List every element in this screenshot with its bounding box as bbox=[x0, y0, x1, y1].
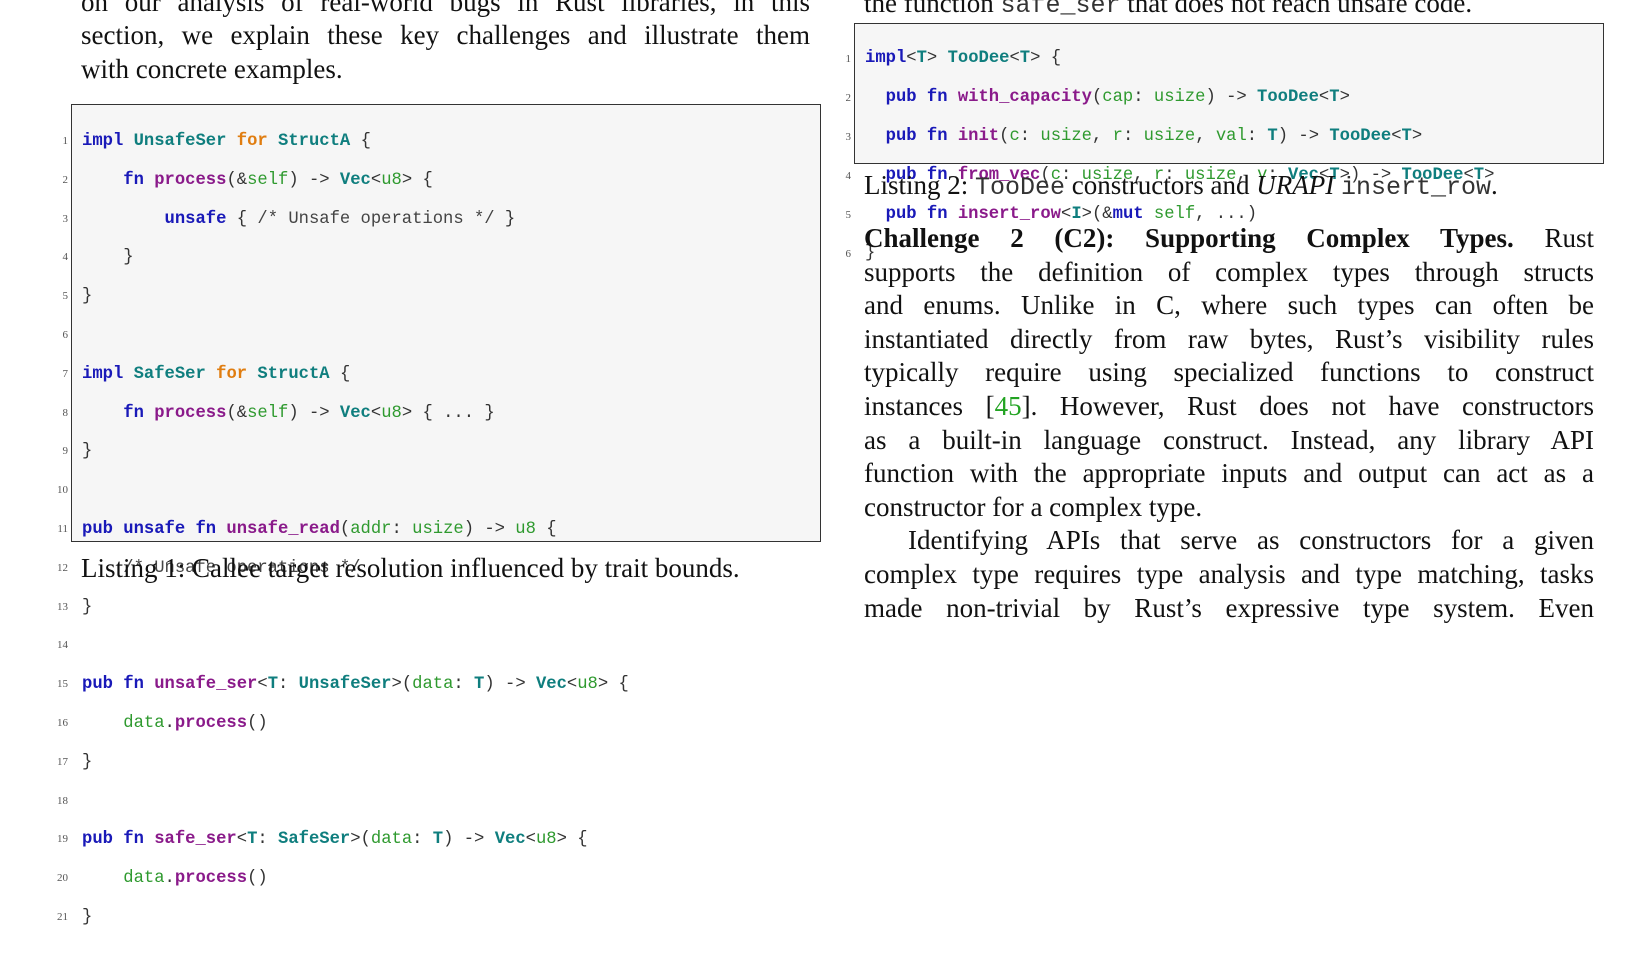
paragraph-line: typically require using specialized func… bbox=[864, 357, 1594, 388]
paragraph-line: function with the appropriate inputs and… bbox=[864, 458, 1594, 489]
paragraph-line: supports the definition of complex types… bbox=[864, 256, 1594, 287]
paragraph-line: complex type requires type analysis and … bbox=[864, 558, 1594, 589]
challenge-paragraph: Challenge 2 (C2): Supporting Complex Typ… bbox=[864, 222, 1594, 625]
intro-line: on our analysis of real-world bugs in Ru… bbox=[81, 0, 810, 17]
challenge-heading: Challenge 2 (C2): Supporting Complex Typ… bbox=[864, 223, 1514, 253]
paragraph-line: Challenge 2 (C2): Supporting Complex Typ… bbox=[864, 223, 1594, 253]
citation-link[interactable]: 45 bbox=[994, 390, 1022, 421]
paragraph-line: and enums. Unlike in C, where such types… bbox=[864, 290, 1594, 321]
intro-paragraph: on our analysis of real-world bugs in Ru… bbox=[81, 0, 810, 86]
paragraph-line: instantiated directly from raw bytes, Ru… bbox=[864, 323, 1594, 354]
intro-line: section, we explain these key challenges… bbox=[81, 20, 810, 51]
listing-1-caption: Listing 1: Callee target resolution infl… bbox=[81, 553, 740, 583]
paragraph-line: Identifying APIs that serve as construct… bbox=[908, 525, 1594, 556]
intro-line: with concrete examples. bbox=[81, 53, 343, 84]
cut-off-text-line: the function safe_ser that does not reac… bbox=[864, 0, 1473, 20]
paragraph-line: instances [45]. However, Rust does not h… bbox=[864, 390, 1595, 421]
paragraph-line: as a built-in language construct. Instea… bbox=[864, 424, 1594, 455]
paragraph-line: constructor for a complex type. bbox=[864, 491, 1203, 522]
paragraph-line: made non-trivial by Rust’s expressive ty… bbox=[864, 592, 1594, 623]
listing-2-caption: Listing 2: TooDee constructors and URAPI… bbox=[864, 170, 1498, 202]
